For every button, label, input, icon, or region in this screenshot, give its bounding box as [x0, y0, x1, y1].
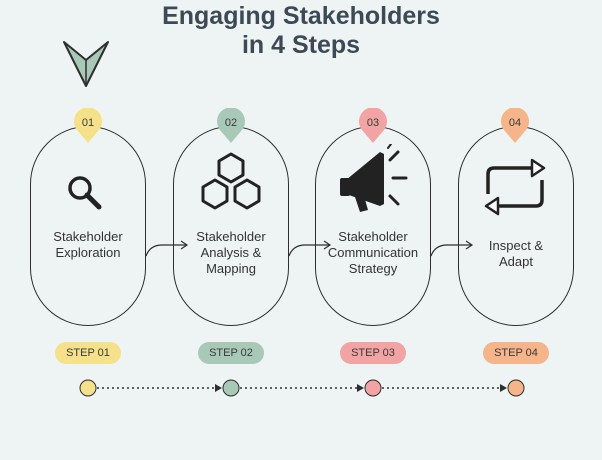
step-marker-2	[217, 108, 245, 143]
step-badge-4: STEP 04	[483, 342, 549, 364]
step-badge-2: STEP 02	[198, 342, 264, 364]
timeline-dot-1	[79, 379, 97, 397]
step-number-2: 02	[224, 117, 238, 129]
step-number-3: 03	[366, 117, 380, 129]
step-number-1: 01	[81, 117, 95, 129]
step-badge-1: STEP 01	[55, 342, 121, 364]
connector-arrow-1	[145, 244, 186, 257]
step-label-4: Inspect & Adapt	[488, 238, 544, 269]
hexagon-cluster-icon	[201, 152, 261, 210]
step-badge-3: STEP 03	[340, 342, 406, 364]
connector-arrow-2	[288, 244, 329, 257]
timeline-dot-2	[222, 379, 240, 397]
step-marker-1	[74, 108, 102, 143]
title-line-1: Engaging Stakeholders	[162, 2, 440, 30]
arrow-logo-icon	[63, 41, 109, 87]
search-icon	[68, 176, 102, 210]
step-label-1: Stakeholder Exploration	[53, 229, 123, 260]
timeline-dot-3	[364, 379, 382, 397]
step-marker-4	[501, 108, 529, 143]
connector-arrow-3	[430, 244, 471, 257]
step-label-2: Stakeholder Analysis & Mapping	[196, 229, 266, 276]
title-line-2: in 4 Steps	[241, 31, 361, 59]
step-number-4: 04	[508, 117, 522, 129]
repeat-icon	[484, 158, 546, 216]
megaphone-icon	[340, 144, 408, 212]
timeline-dot-4	[507, 379, 525, 397]
step-marker-3	[359, 108, 387, 143]
step-label-3: Stakeholder Communication Strategy	[327, 229, 419, 276]
